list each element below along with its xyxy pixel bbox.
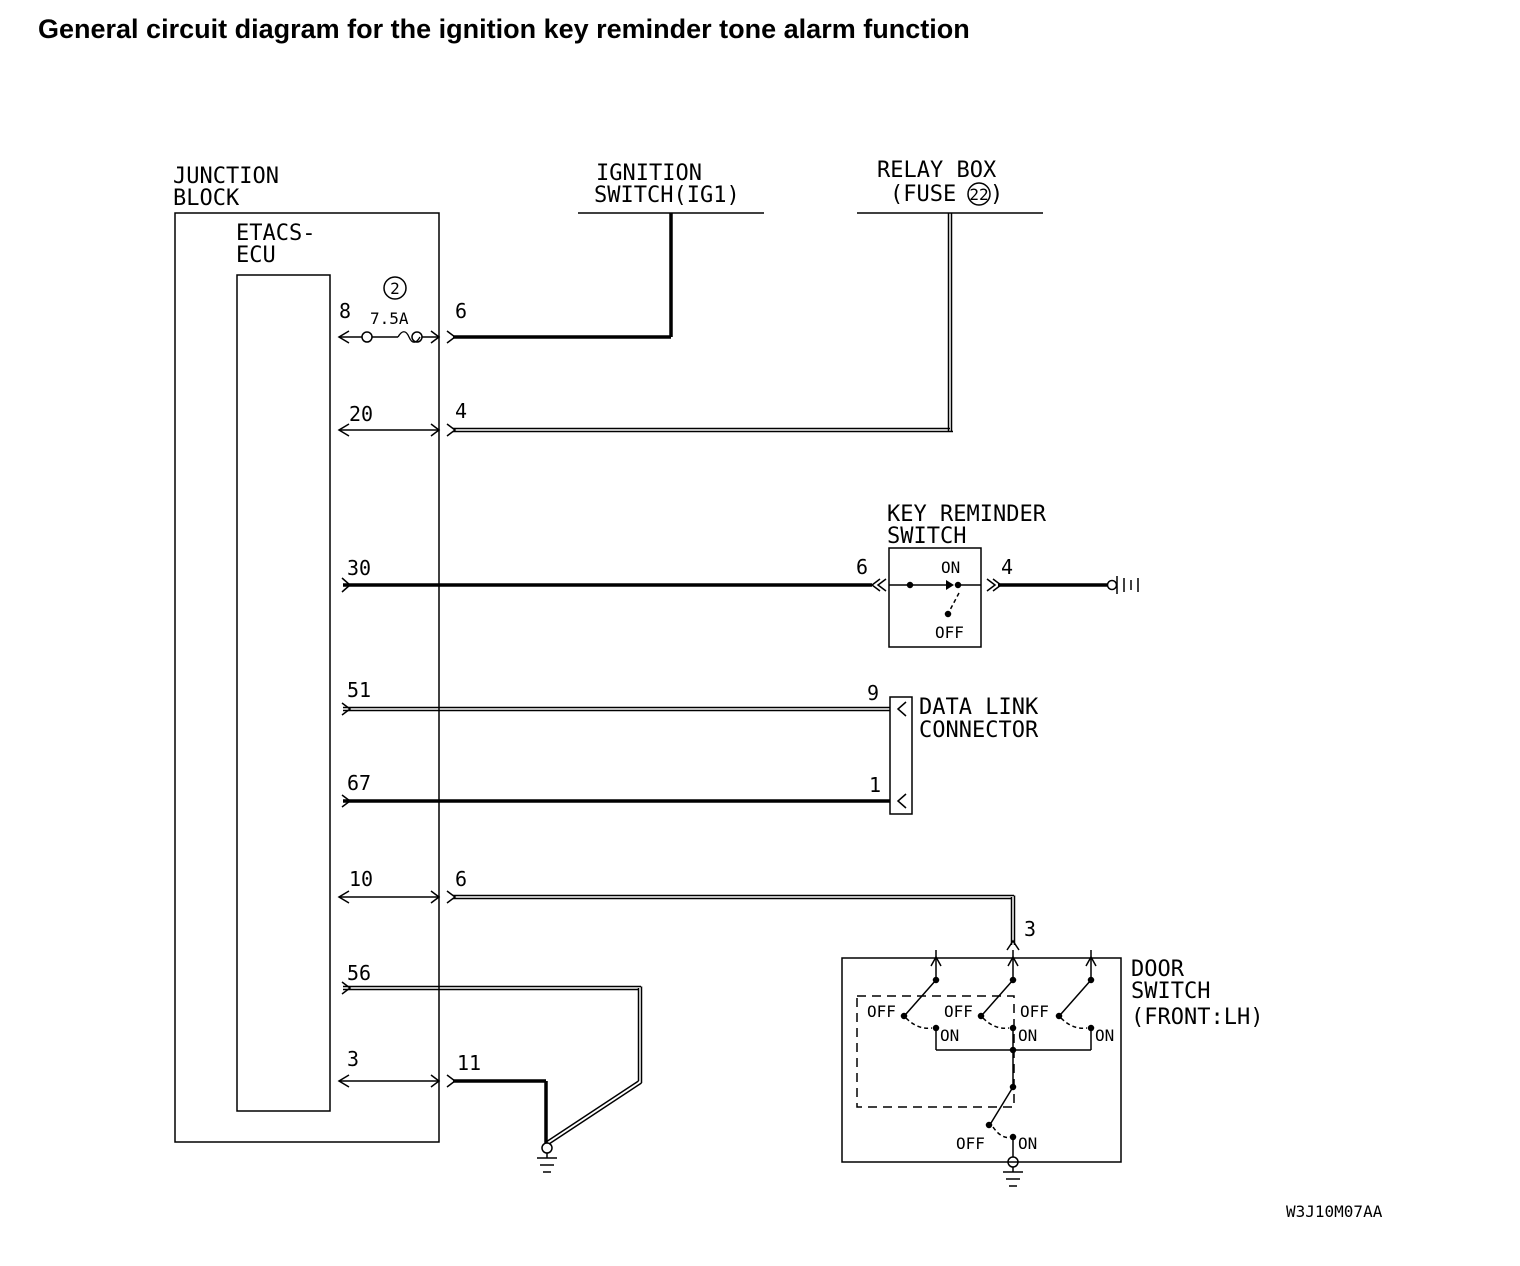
junction-block-label-1: JUNCTION	[173, 164, 279, 189]
door-off-3: OFF	[1020, 1002, 1049, 1021]
door-on-1: ON	[940, 1026, 959, 1045]
data-link-pin-1: 1	[869, 773, 881, 797]
fuse-rating: 7.5A	[370, 309, 409, 328]
key-reminder-pin-4: 4	[1001, 555, 1013, 579]
ecu-pin-67: 67	[347, 771, 371, 795]
jb-pin-6-bottom: 6	[455, 867, 467, 891]
door-switch-box	[841, 957, 1122, 1163]
junction-block-box	[174, 212, 440, 1143]
ignition-switch-label-1: IGNITION	[596, 161, 702, 186]
data-link-pin-9: 9	[867, 681, 879, 705]
wire-door-switch	[453, 894, 1016, 945]
etacs-ecu-box	[236, 274, 331, 1112]
ignition-switch-label-2: SWITCH(IG1)	[594, 183, 740, 208]
fuse-number-circle	[383, 276, 407, 300]
etacs-ecu-label-2: ECU	[236, 243, 276, 268]
ecu-pin-30: 30	[347, 556, 371, 580]
relay-fuse-circle	[967, 182, 991, 206]
row-10	[337, 890, 457, 904]
page-title: General circuit diagram for the ignition…	[38, 14, 970, 44]
door-switch-contacts	[900, 950, 1097, 1157]
row-20	[337, 423, 457, 437]
ecu-pin-3: 3	[347, 1047, 359, 1071]
data-link-connector-box	[889, 696, 913, 815]
door-on-3: ON	[1095, 1026, 1114, 1045]
ecu-pin-8: 8	[339, 299, 351, 323]
ground-junction	[541, 1142, 553, 1154]
wire-ground-56	[343, 985, 643, 1145]
row-3	[337, 1074, 457, 1088]
data-link-label-1: DATA LINK	[919, 695, 1039, 720]
door-off-2: OFF	[944, 1002, 973, 1021]
jb-pin-6-top: 6	[455, 299, 467, 323]
ecu-pin-10: 10	[349, 867, 373, 891]
key-reminder-label-2: SWITCH	[887, 524, 966, 549]
ecu-pin-20: 20	[349, 402, 373, 426]
key-reminder-on: ON	[941, 558, 960, 577]
door-switch-label-3: (FRONT:LH)	[1131, 1005, 1263, 1030]
relay-box-label-3: )	[990, 182, 1003, 207]
key-reminder-switch-box	[888, 547, 982, 648]
relay-fuse-number: 22	[969, 185, 988, 204]
wire-ground-11	[453, 1079, 548, 1143]
reference-code: W3J10M07AA	[1286, 1202, 1383, 1221]
jb-pin-4: 4	[455, 399, 467, 423]
relay-box-label-1: RELAY BOX	[877, 158, 997, 183]
door-switch-label-2: SWITCH	[1131, 979, 1210, 1004]
ground-key-reminder	[1106, 579, 1118, 591]
door-switch-pin-3: 3	[1024, 917, 1036, 941]
fuse-number: 2	[390, 279, 400, 298]
etacs-ecu-label-1: ETACS-	[236, 221, 315, 246]
relay-box-label-2: (FUSE	[890, 182, 956, 207]
fuse-row	[337, 276, 457, 344]
door-switch-label-1: DOOR	[1131, 957, 1185, 982]
jb-pin-11: 11	[457, 1051, 481, 1075]
junction-block-label-2: BLOCK	[173, 186, 240, 211]
ecu-pin-56: 56	[347, 961, 371, 985]
data-link-label-2: CONNECTOR	[919, 718, 1039, 743]
door-on-lower: ON	[1018, 1134, 1037, 1153]
key-reminder-off: OFF	[935, 623, 964, 642]
wire-relay-box	[453, 213, 953, 433]
door-off-1: OFF	[867, 1002, 896, 1021]
key-reminder-pin-6: 6	[856, 555, 868, 579]
door-on-2: ON	[1018, 1026, 1037, 1045]
ecu-pin-51: 51	[347, 678, 371, 702]
door-off-lower: OFF	[956, 1134, 985, 1153]
key-reminder-label-1: KEY REMINDER	[887, 502, 1047, 527]
